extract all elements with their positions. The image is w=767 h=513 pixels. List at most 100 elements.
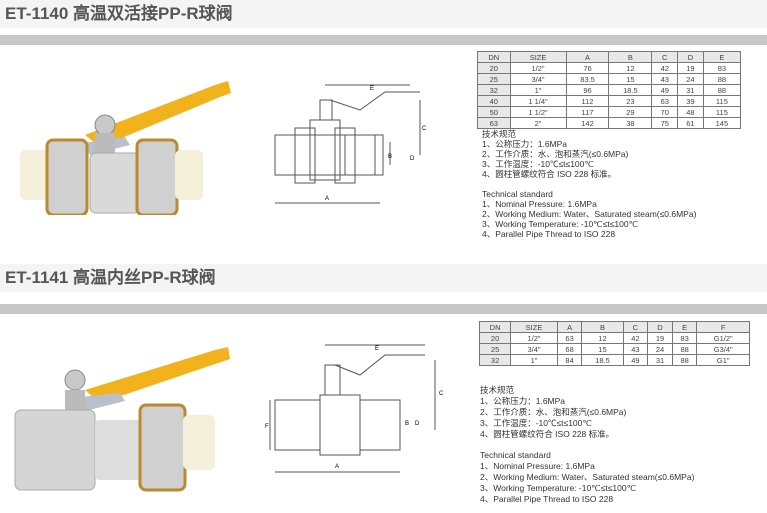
dim-label-d: D bbox=[410, 156, 415, 162]
table-cell: 88 bbox=[702, 84, 742, 96]
spec-cn-line: 1、公称压力：1.6MPa bbox=[482, 139, 568, 149]
table-cell: 1" bbox=[509, 84, 567, 96]
table-cell: 42 bbox=[651, 62, 679, 74]
col-header: C bbox=[622, 321, 649, 333]
table-cell: 70 bbox=[651, 106, 679, 118]
divider-bar bbox=[0, 304, 767, 314]
spec-en-line: 4、Parallel Pipe Thread to ISO 228 bbox=[482, 229, 616, 239]
spec-cn-heading: 技术规范 bbox=[480, 385, 515, 395]
table-cell: 25 bbox=[477, 73, 511, 85]
table-cell: 50 bbox=[477, 106, 511, 118]
spec-cn-heading: 技术规范 bbox=[482, 129, 517, 139]
table-cell: 145 bbox=[702, 117, 742, 129]
valve-diagram-1: A B C D E bbox=[274, 84, 427, 204]
valve-photo-double-union bbox=[20, 81, 231, 215]
table-cell: 68 bbox=[556, 343, 583, 355]
col-header: SIZE bbox=[509, 51, 567, 63]
col-header: SIZE bbox=[510, 321, 558, 333]
table-cell: 19 bbox=[677, 62, 704, 74]
table-cell: 43 bbox=[622, 343, 649, 355]
dim-label-e: E bbox=[370, 86, 374, 92]
product-title: ET-1140 高温双活接PP-R球阀 bbox=[5, 4, 233, 23]
table-cell: 75 bbox=[651, 117, 679, 129]
table-cell: 24 bbox=[647, 343, 673, 355]
table-cell: 39 bbox=[677, 95, 704, 107]
table-cell: 115 bbox=[702, 95, 742, 107]
table-cell: 96 bbox=[565, 84, 610, 96]
table-cell: 12 bbox=[581, 332, 624, 344]
table-cell: 88 bbox=[671, 343, 698, 355]
table-cell: 15 bbox=[581, 343, 624, 355]
table-cell: 24 bbox=[677, 73, 704, 85]
table-cell: 61 bbox=[677, 117, 704, 129]
table-cell: 18.5 bbox=[581, 354, 624, 366]
spec-en-line: 1、Nominal Pressure: 1.6MPa bbox=[480, 461, 595, 471]
table-cell: 88 bbox=[702, 73, 742, 85]
col-header: D bbox=[677, 51, 704, 63]
table-cell: 76 bbox=[565, 62, 610, 74]
table-cell: 63 bbox=[651, 95, 679, 107]
spec-cn-line: 2、工作介质：水、泡和蒸汽(≤0.6MPa) bbox=[480, 407, 627, 417]
table-cell: 19 bbox=[647, 332, 673, 344]
col-header: F bbox=[696, 321, 750, 333]
col-header: A bbox=[565, 51, 610, 63]
col-header: B bbox=[608, 51, 653, 63]
spec-cn-line: 3、工作温度：-10℃≤t≤100℃ bbox=[480, 418, 592, 428]
col-header: E bbox=[702, 51, 742, 63]
table-cell: 63 bbox=[477, 117, 511, 129]
col-header: DN bbox=[477, 51, 511, 63]
dim-label-b: B bbox=[388, 154, 392, 160]
dim-label-c: C bbox=[439, 391, 444, 397]
table-cell: 23 bbox=[608, 95, 653, 107]
col-header: B bbox=[581, 321, 624, 333]
table-cell: 49 bbox=[622, 354, 649, 366]
col-header: E bbox=[671, 321, 698, 333]
table-cell: 18.5 bbox=[608, 84, 653, 96]
col-header: DN bbox=[478, 321, 512, 333]
spec-en-heading: Technical standard bbox=[480, 450, 551, 460]
table-cell: 29 bbox=[608, 106, 653, 118]
table-cell: 1 1/4" bbox=[509, 95, 567, 107]
table-cell: 1" bbox=[510, 354, 558, 366]
table-cell: 12 bbox=[608, 62, 653, 74]
col-header: C bbox=[651, 51, 679, 63]
table-cell: 38 bbox=[608, 117, 653, 129]
table-cell: 1 1/2" bbox=[509, 106, 567, 118]
table-cell: G1/2" bbox=[696, 332, 750, 344]
spec-en-line: 2、Working Medium: Water、Saturated steam(… bbox=[482, 209, 697, 219]
table-cell: 49 bbox=[651, 84, 679, 96]
spec-text-2: 技术规范 1、公称压力：1.6MPa 2、工作介质：水、泡和蒸汽(≤0.6MPa… bbox=[480, 385, 694, 505]
table-cell: 42 bbox=[622, 332, 649, 344]
spec-text-1: 技术规范 1、公称压力：1.6MPa 2、工作介质：水、泡和蒸汽(≤0.6MPa… bbox=[482, 129, 696, 239]
dim-label-a: A bbox=[325, 196, 329, 202]
valve-photo-female-thread bbox=[14, 347, 230, 492]
dim-label-c: C bbox=[422, 126, 427, 132]
table-cell: 83 bbox=[671, 332, 698, 344]
table-cell: G1" bbox=[696, 354, 750, 366]
spec-cn-line: 4、圆柱管螺纹符合 ISO 228 标准。 bbox=[480, 429, 615, 439]
spec-en-line: 3、Working Temperature: -10℃≤t≤100℃ bbox=[480, 483, 637, 493]
dim-label-e: E bbox=[375, 346, 379, 352]
table-cell: 142 bbox=[565, 117, 610, 129]
spec-en-heading: Technical standard bbox=[482, 189, 553, 199]
product-header-2: ET-1141 高温内丝PP-R球阀 bbox=[0, 264, 767, 292]
table-cell: 84 bbox=[556, 354, 583, 366]
spec-cn-line: 4、圆柱管螺纹符合 ISO 228 标准。 bbox=[482, 169, 617, 179]
table-cell: 63 bbox=[556, 332, 583, 344]
table-cell: 20 bbox=[478, 332, 512, 344]
spec-cn-line: 1、公称压力：1.6MPa bbox=[480, 396, 566, 406]
dim-label-d: D bbox=[415, 421, 420, 427]
table-cell: 25 bbox=[478, 343, 512, 355]
table-cell: 88 bbox=[671, 354, 698, 366]
col-header: A bbox=[556, 321, 583, 333]
col-header: D bbox=[647, 321, 673, 333]
table-cell: 40 bbox=[477, 95, 511, 107]
